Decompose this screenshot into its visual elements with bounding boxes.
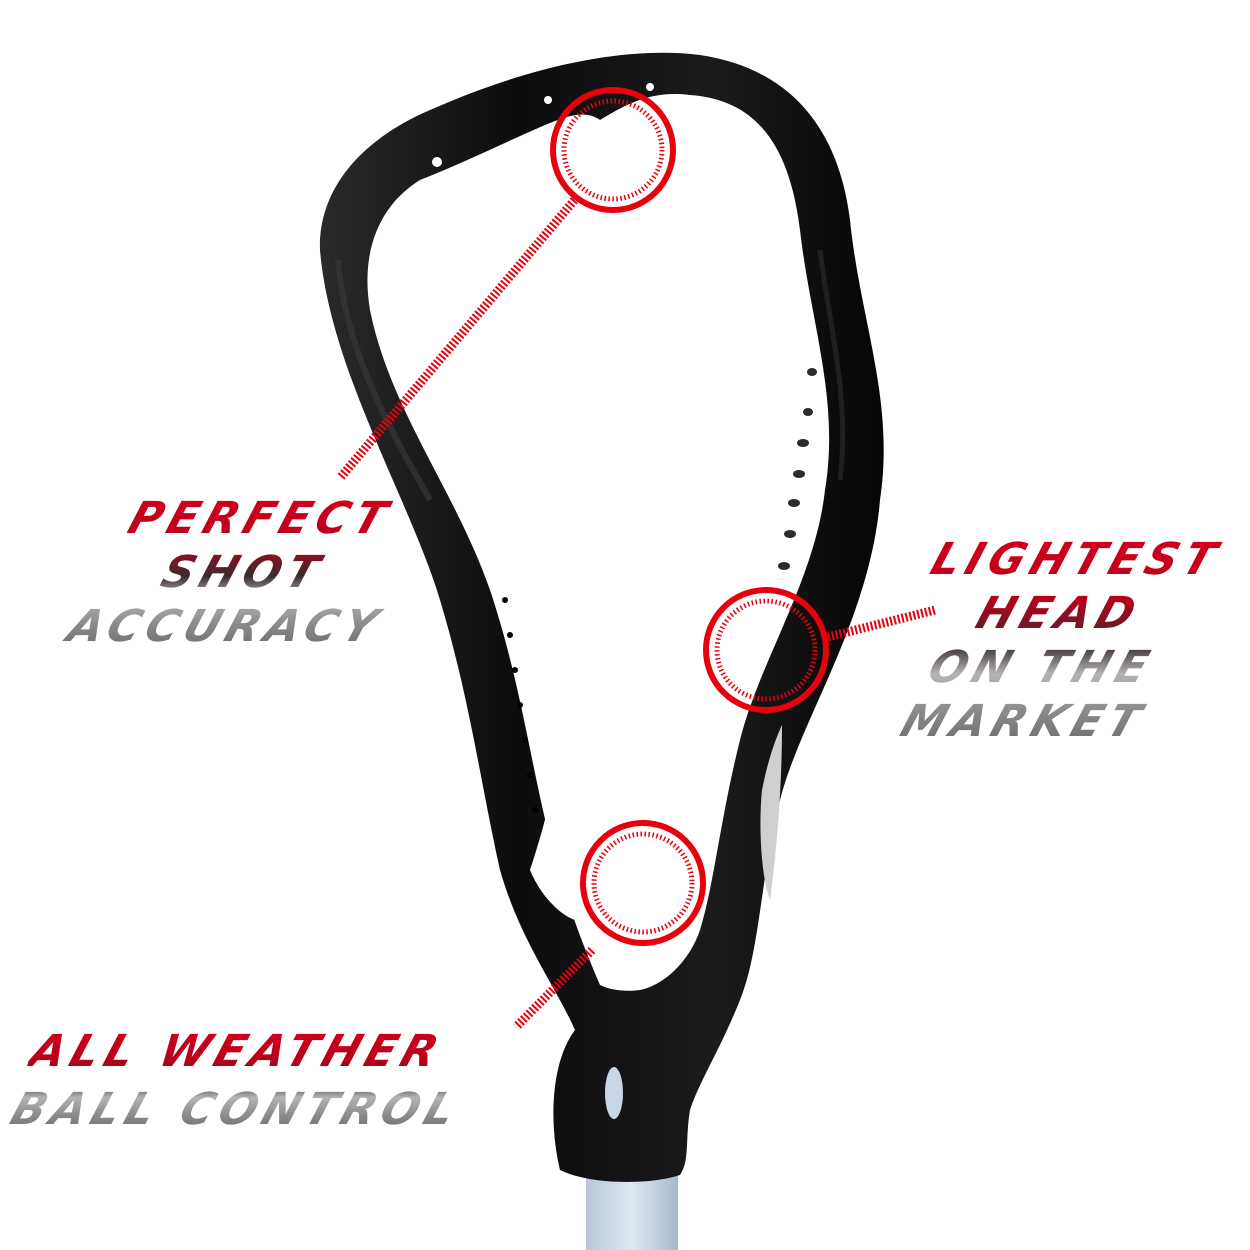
label-lightest-head: LIGHTEST HEAD ON THE MARKET bbox=[847, 538, 1250, 744]
callout-shot-accuracy bbox=[336, 87, 676, 481]
label-line: HEAD bbox=[969, 588, 1148, 639]
string-hole bbox=[646, 83, 654, 91]
callout-circle-ticks bbox=[561, 98, 665, 202]
sidewall-holes bbox=[502, 597, 538, 813]
label-shot-accuracy: PERFECT SHOT ACCURACY bbox=[33, 497, 452, 649]
callout-circle-ticks bbox=[714, 598, 818, 702]
leader-line bbox=[336, 194, 581, 481]
label-line: MARKET bbox=[894, 696, 1154, 747]
label-line: ALL WEATHER bbox=[23, 1026, 451, 1077]
string-hole bbox=[544, 96, 552, 104]
callout-circle-outer bbox=[550, 87, 676, 213]
string-hole bbox=[432, 157, 442, 167]
label-line: SHOT bbox=[154, 547, 332, 598]
callout-circle-ticks bbox=[591, 831, 695, 935]
label-line: BALL CONTROL bbox=[4, 1084, 468, 1135]
label-line: PERFECT bbox=[122, 493, 400, 544]
label-line: ACCURACY bbox=[61, 601, 390, 652]
callout-all-weather bbox=[512, 820, 706, 1031]
label-line: ON THE bbox=[921, 642, 1161, 693]
callout-circle-outer bbox=[703, 587, 829, 713]
callout-circle-outer bbox=[580, 820, 706, 946]
callout-lightest-head bbox=[703, 587, 937, 713]
sidewall-ribs bbox=[778, 368, 817, 570]
shaft bbox=[586, 1170, 678, 1250]
throat-window bbox=[605, 1067, 623, 1119]
label-all-weather: ALL WEATHER BALL CONTROL bbox=[5, 1030, 568, 1132]
label-line: LIGHTEST bbox=[924, 534, 1229, 585]
